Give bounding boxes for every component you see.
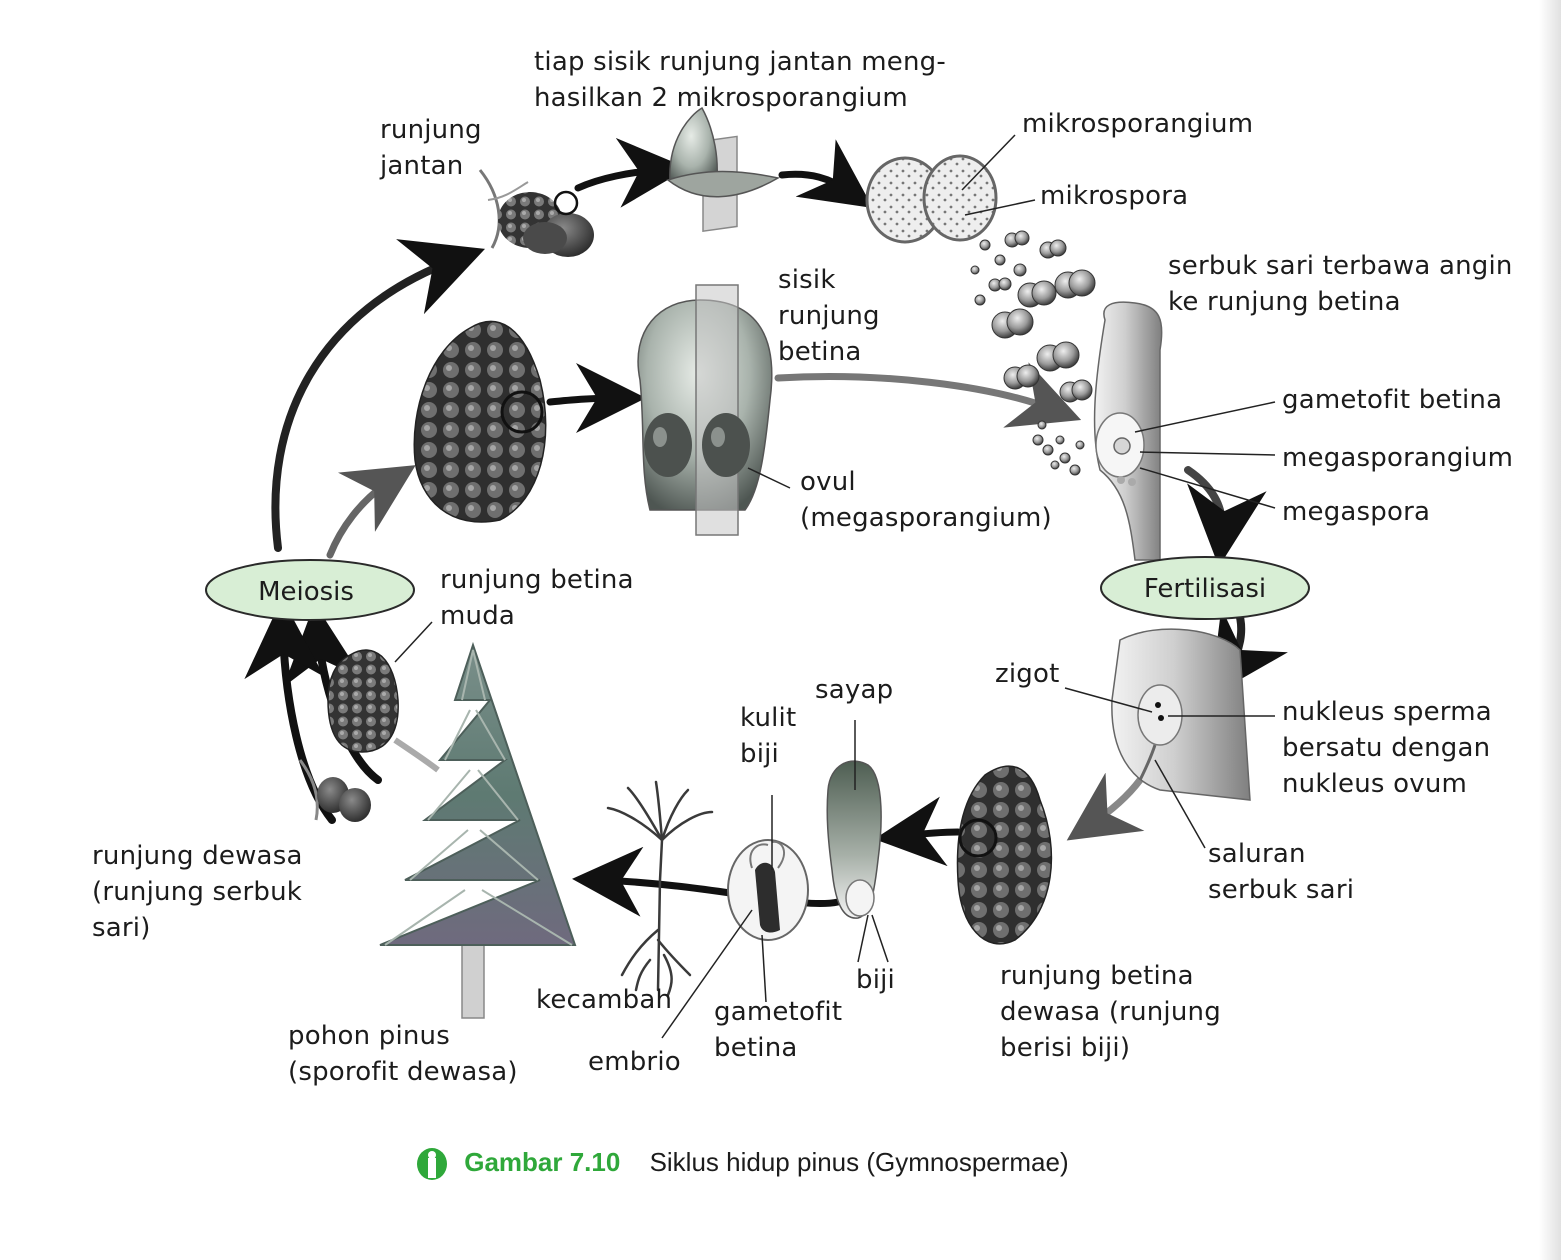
male-scale-label: tiap sisik runjung jantan meng-hasilkan … — [534, 47, 946, 113]
pine-tree-illustration — [379, 641, 577, 1019]
male-cone-illustration — [478, 169, 594, 257]
fertilization-label: Fertilisasi — [1144, 574, 1266, 604]
female-gametophyte-top-label: gametofit betina — [1282, 385, 1503, 415]
embryo-label: embrio — [588, 1047, 681, 1077]
caption-badge-icon — [417, 1148, 447, 1181]
seed-section-illustration — [661, 795, 809, 1039]
caption-text: Siklus hidup pinus (Gymnospermae) — [649, 1147, 1069, 1177]
pine-tree-label: pohon pinus(sporofit dewasa) — [288, 1021, 518, 1087]
female-ovule-section-illustration — [1093, 301, 1276, 561]
meiosis-stage: Meiosis — [205, 559, 415, 621]
caption-number: Gambar 7.10 — [464, 1147, 621, 1177]
cycle-arrows — [244, 137, 1288, 917]
meiosis-label: Meiosis — [258, 577, 354, 607]
female-cone-illustration — [413, 320, 547, 523]
microsporangium-illustration — [865, 134, 1036, 244]
ovule-label: ovul(megasporangium) — [800, 467, 1052, 533]
page-edge-shadow — [1539, 0, 1561, 1260]
microspore-label: mikrospora — [1040, 181, 1189, 211]
microsporangium-label: mikrosporangium — [1022, 109, 1254, 139]
figure-caption: Gambar 7.10 Siklus hidup pinus (Gymnospe… — [415, 1140, 1069, 1184]
mature-male-cone-illustration — [298, 759, 371, 822]
seed-label: biji — [856, 965, 895, 995]
seedling-illustration — [606, 780, 714, 997]
female-scale-illustration — [637, 284, 791, 536]
fertilization-section-illustration — [1064, 628, 1275, 849]
megaspore-label: megaspora — [1282, 497, 1431, 527]
megasporangium-label: megasporangium — [1282, 443, 1514, 473]
wing-label: sayap — [815, 675, 894, 705]
pollen-grains — [970, 230, 1096, 476]
mature-female-cone-illustration — [956, 765, 1053, 945]
seedling-label: kecambah — [536, 985, 673, 1015]
zygote-label: zigot — [995, 659, 1060, 689]
winged-seed-illustration — [826, 720, 889, 963]
fertilization-stage: Fertilisasi — [1100, 556, 1310, 620]
young-female-cone-illustration — [327, 621, 440, 773]
male-scale-illustration — [666, 106, 781, 233]
